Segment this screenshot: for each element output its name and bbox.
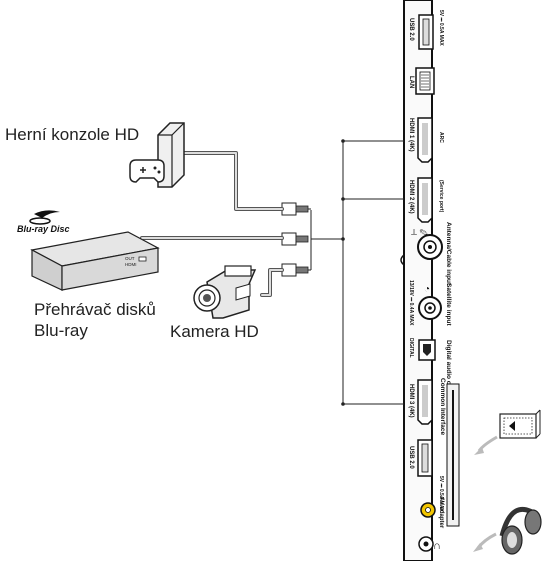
hdmi1-note: ARC [438,132,444,143]
hdmi1-port: HDMI 1 (4K) ARC [408,117,444,163]
headphone-symbol-icon: ∩ [433,540,441,552]
ci-card-icon [499,409,541,439]
console-label: Herní konzole HD [5,125,140,144]
hdmi2-note: (Service port) [438,180,444,213]
satellite-note: 13/18V ⎓ 0.4A MAX [408,280,414,326]
digital-audio-port: DIGITAL Digital audio out [408,338,452,392]
bluray-label-line1: Přehrávač disků [34,300,156,319]
hdmi-plug-bluray [281,232,309,246]
usb-bottom-note: 5V ⎓ 0.5A MAX [438,476,444,512]
connection-lines [310,140,404,405]
av-adapter-port: AV adapter ∩ [418,497,444,552]
player-out-label: OUT [125,256,135,261]
hdmi1-label: HDMI 1 (4K) [408,118,414,152]
hdmi2-label: HDMI 2 (4K) [408,180,414,214]
hdmi3-label: HDMI 3 (4K) [408,384,414,418]
bluray-label-line2: Blu-ray [34,321,88,340]
camera-label: Kamera HD [170,322,259,341]
antenna-symbol-icon: ⟂ ✎ [411,227,428,237]
satellite-label: Satellite input [445,283,452,326]
tv-side-panel: USB 2.0 5V ⎓ 0.5A MAX LAN HDMI 1 (4K) AR… [400,0,460,562]
player-hdmi-label: HDMI [125,262,137,267]
ci-insert-arrow-icon [474,435,498,455]
hdmi-plug-camera [281,263,309,277]
bluray-player-icon: OUT HDMI [30,231,160,291]
hdmi2-port: HDMI 2 (4K) (Service port) [408,177,444,223]
usb-port-bottom: USB 2.0 5V ⎓ 0.5A MAX [408,439,444,512]
headphones-icon [499,506,542,555]
usb-top-label: USB 2.0 [408,18,414,41]
digital-note: DIGITAL [408,338,414,358]
hdmi3-port: HDMI 3 (4K) [408,379,433,425]
antenna-label: Antenna/Cable input [445,222,452,286]
panel-notch [400,254,405,266]
usb-bottom-label: USB 2.0 [408,446,414,469]
game-console-icon [129,122,185,188]
satellite-port: ◔ Satellite input 13/18V ⎓ 0.4A MAX [408,280,452,326]
camcorder-icon [193,265,257,319]
bluray-logo-text: Blu-ray Disc [17,224,70,234]
gamepad-icon [129,159,165,183]
lan-port: LAN [408,67,435,95]
digital-label: Digital audio out [445,340,452,392]
ci-label: Common Interface [439,378,446,435]
common-interface-slot: Common Interface [439,378,460,527]
antenna-port: ⟂ ✎ Antenna/Cable input [411,222,452,286]
satellite-dish-icon: ◔ [424,284,430,295]
av-label: AV adapter [438,497,444,529]
usb-port-top: USB 2.0 5V ⎓ 0.5A MAX [408,10,444,50]
usb-top-note: 5V ⎓ 0.5A MAX [438,10,444,46]
line-endpoints [341,139,345,406]
lan-label: LAN [408,76,414,88]
bluray-logo-icon: Blu-ray Disc [17,210,70,234]
headphones-arrow-icon [473,532,497,552]
hdmi-plug-console [281,202,309,216]
